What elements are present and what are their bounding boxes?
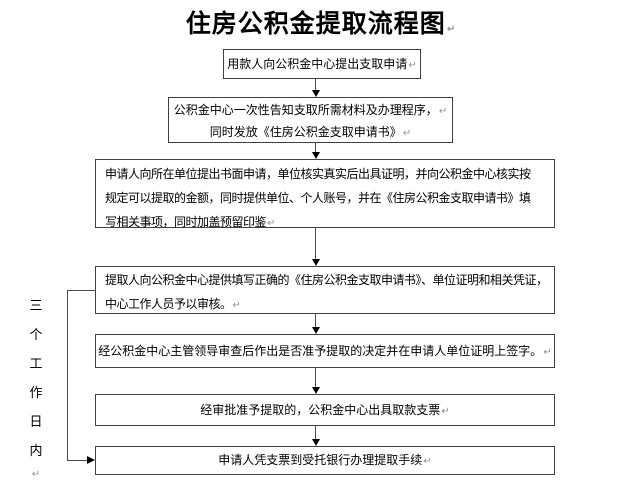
flow-step-2-box: 公积金中心一次性告知支取所需材料及办理程序，↵ 同时发放《住房公积金支取申请书》… — [168, 97, 453, 143]
flow-step-text: 用款人向公积金中心提出支取申请↵ — [224, 50, 420, 80]
step-2-line-1: 公积金中心一次性告知支取所需材料及办理程序， — [173, 103, 438, 117]
duration-char: 作 — [29, 386, 43, 401]
flow-step-4-box: 提取人向公积金中心提供填写正确的《住房公积金支取申请书》、单位证明和相关凭证， … — [95, 266, 555, 314]
step-5-line-1: 经公积金中心主管领导审查后作出是否准予提取的决定并在申请人单位证明上签字。 — [98, 344, 543, 358]
flow-step-1-box: 用款人向公积金中心提出支取申请↵ — [223, 49, 421, 79]
flow-step-text: 中心工作人员予以审核。↵ — [105, 293, 545, 317]
flow-step-5-box: 经公积金中心主管领导审查后作出是否准予提取的决定并在申请人单位证明上签字。↵ — [95, 334, 555, 368]
step-2-line-2: 同时发放《住房公积金支取申请书》 — [209, 125, 402, 139]
flow-step-7-box: 申请人凭支票到受托银行办理提取手续↵ — [95, 446, 555, 475]
duration-char: 日 — [29, 415, 43, 430]
flow-step-text: 公积金中心一次性告知支取所需材料及办理程序，↵ — [169, 100, 452, 122]
arrowhead-icon — [311, 90, 320, 97]
bracket-line-bottom — [67, 460, 87, 461]
flow-step-text: 申请人凭支票到受托银行办理提取手续↵ — [96, 447, 554, 475]
flow-step-text: 规定可以提取的金额，同时提供单位、个人账号，并在《住房公积金支取申请书》填 — [105, 187, 545, 211]
step-3-line-2: 规定可以提取的金额，同时提供单位、个人账号，并在《住房公积金支取申请书》填 — [105, 191, 531, 205]
arrow-down-icon — [311, 143, 320, 159]
paragraph-mark-icon: ↵ — [408, 60, 417, 71]
flow-step-text: 同时发放《住房公积金支取申请书》↵ — [169, 122, 452, 144]
flow-step-text: 经审批准予提取的，公积金中心出具取款支票↵ — [96, 395, 554, 427]
step-6-line-1: 经审批准予提取的，公积金中心出具取款支票 — [200, 403, 441, 417]
step-1-line-1: 用款人向公积金中心提出支取申请 — [227, 57, 408, 71]
paragraph-mark-icon: ↵ — [31, 469, 41, 480]
connector-line — [315, 79, 316, 90]
arrow-down-icon — [311, 228, 320, 266]
paragraph-mark-icon: ↵ — [267, 218, 276, 229]
step-7-line-1: 申请人凭支票到受托银行办理提取手续 — [218, 453, 423, 467]
connector-line — [315, 314, 316, 327]
flow-step-6-box: 经审批准予提取的，公积金中心出具取款支票↵ — [95, 394, 555, 426]
bracket-line-top — [67, 290, 96, 291]
duration-char: 个 — [29, 328, 43, 343]
line-break-mark-icon: ↵ — [438, 106, 448, 117]
flow-step-text: 申请人向所在单位提出书面申请，单位核实真实后出具证明，并向公积金中心核实按 — [105, 163, 545, 187]
arrow-down-icon — [311, 368, 320, 394]
arrow-right-icon — [87, 456, 95, 464]
paragraph-mark-icon: ↵ — [543, 347, 552, 358]
page-title: 住房公积金提取流程图↵ — [0, 4, 641, 40]
paragraph-mark-icon: ↵ — [446, 24, 456, 35]
connector-line — [315, 426, 316, 439]
paragraph-mark-icon: ↵ — [402, 128, 412, 139]
connector-line — [315, 143, 316, 152]
flow-step-text: 经公积金中心主管领导审查后作出是否准予提取的决定并在申请人单位证明上签字。↵ — [96, 335, 554, 369]
flow-step-text: 提取人向公积金中心提供填写正确的《住房公积金支取申请书》、单位证明和相关凭证， — [105, 269, 548, 293]
arrowhead-icon — [311, 259, 320, 266]
arrow-down-icon — [311, 426, 320, 446]
arrowhead-icon — [311, 387, 320, 394]
paragraph-mark-icon: ↵ — [423, 456, 432, 467]
bracket-line-vertical — [67, 290, 68, 461]
flow-step-text: 写相关事项，同时加盖预留印鉴↵ — [105, 211, 545, 235]
arrowhead-icon — [311, 327, 320, 334]
paragraph-mark-icon: ↵ — [232, 300, 241, 311]
arrow-down-icon — [311, 314, 320, 334]
connector-line — [315, 228, 316, 259]
connector-line — [315, 368, 316, 387]
arrowhead-icon — [311, 439, 320, 446]
step-3-line-3: 写相关事项，同时加盖预留印鉴 — [105, 215, 267, 229]
duration-char: 内 — [29, 444, 43, 459]
arrow-down-icon — [311, 79, 320, 97]
duration-char: 工 — [29, 357, 43, 372]
paragraph-mark-icon: ↵ — [441, 406, 450, 417]
duration-char: 三 — [29, 299, 43, 314]
page-title-text: 住房公积金提取流程图 — [185, 9, 446, 38]
step-3-line-1: 申请人向所在单位提出书面申请，单位核实真实后出具证明，并向公积金中心核实按 — [105, 167, 531, 181]
step-4-line-2: 中心工作人员予以审核。 — [105, 297, 232, 311]
step-4-line-1: 提取人向公积金中心提供填写正确的《住房公积金支取申请书》、单位证明和相关凭证， — [105, 273, 548, 287]
arrowhead-icon — [311, 152, 320, 159]
flow-step-3-box: 申请人向所在单位提出书面申请，单位核实真实后出具证明，并向公积金中心核实按 规定… — [95, 159, 555, 229]
duration-label: 三 个 工 作 日 内 ↵ — [24, 295, 48, 480]
